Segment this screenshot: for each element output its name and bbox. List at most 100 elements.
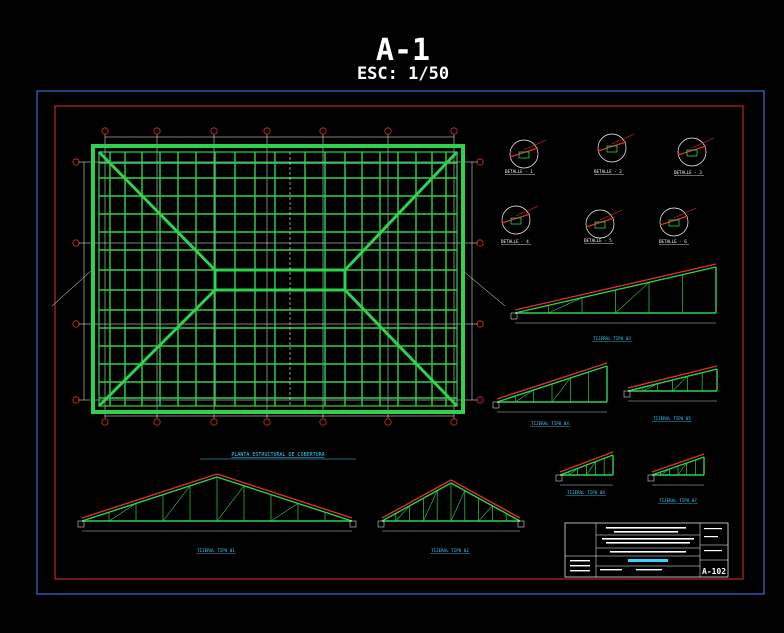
truss-7: TIJERAL TIPO 07: [647, 453, 705, 504]
detail-label: DETALLE - 2: [594, 169, 622, 174]
truss-web-diagonal: [677, 462, 687, 476]
detail-label: DETALLE - 4: [501, 239, 529, 244]
detail-leader: [523, 139, 547, 151]
axis-bubble-right-1: [476, 239, 484, 247]
truss-support-left: [510, 312, 518, 320]
truss-roof-left: [559, 451, 614, 473]
truss-web-diagonal: [551, 377, 571, 403]
detail-circle: [677, 137, 707, 167]
detail-circle: [509, 139, 539, 169]
truss-top-chord-left: [381, 482, 452, 522]
truss-support-left: [377, 520, 385, 528]
axis-bubble-left-3: [72, 396, 80, 404]
detail-leader: [691, 137, 715, 149]
truss-web-diagonal: [216, 485, 245, 522]
truss-label: TIJERAL TIPO 06: [567, 490, 605, 495]
detail-leader: [515, 205, 539, 217]
detail-member: [510, 217, 522, 225]
trusses-group: TIJERAL TIPO 01 TIJERAL TIPO 02 TIJERAL TI…: [77, 263, 718, 554]
callout-left: [51, 269, 93, 307]
axis-bubble-bottom-4: [319, 418, 327, 426]
truss-web-diagonal: [108, 503, 137, 522]
truss-web-diagonal: [672, 376, 688, 392]
hip-nw: [97, 150, 217, 272]
axis-bubble-left-0: [72, 158, 80, 166]
truss-support-left: [77, 520, 85, 528]
truss-roof-right: [450, 479, 521, 519]
sheet-scale: ESC: 1/50: [357, 64, 449, 84]
truss-web-diagonal: [548, 297, 583, 314]
truss-web-diagonal: [162, 485, 191, 522]
detail-label: DETALLE - 3: [674, 170, 702, 175]
detail-leader: [599, 209, 623, 221]
detail-circle: [501, 205, 531, 235]
detail-label: DETALLE - 6: [659, 239, 687, 244]
title-block: A-102: [564, 522, 729, 578]
details-group: DETALLE - 1 DETALLE - 2 DETALLE - 3 DETALLE…: [501, 133, 715, 245]
axis-bubble-top-3: [263, 127, 271, 135]
detail-slope-line: [501, 213, 531, 224]
truss-roof-left: [514, 263, 717, 311]
truss-support-left: [623, 390, 631, 398]
detail-6: DETALLE - 6: [659, 207, 697, 245]
truss-web-diagonal: [568, 468, 578, 476]
detail-1: DETALLE - 1: [505, 139, 547, 175]
hip-sw: [97, 288, 217, 408]
plan-inner-edge: [98, 151, 458, 407]
truss-roof-left: [627, 365, 718, 389]
truss-web-diagonal: [586, 461, 596, 476]
axis-bubble-bottom-2: [210, 418, 218, 426]
truss-label: TIJERAL TIPO 07: [659, 498, 697, 503]
truss-top-chord-right: [216, 476, 353, 522]
axis-bubble-top-4: [319, 127, 327, 135]
axis-bubble-bottom-6: [450, 418, 458, 426]
truss-web-diagonal: [450, 490, 466, 522]
roof-framing-plan: PLANTA ESTRUCTURAL DE COBERTURA: [51, 127, 506, 460]
truss-5: TIJERAL TIPO 05: [623, 365, 718, 422]
detail-member: [606, 145, 618, 153]
detail-member: [518, 151, 530, 159]
truss-roof-left: [651, 453, 705, 473]
truss-support-right: [349, 520, 357, 528]
truss-top-chord-right: [450, 482, 521, 522]
truss-4: TIJERAL TIPO 04: [492, 362, 608, 427]
axis-bubble-left-1: [72, 239, 80, 247]
truss-roof-left: [81, 473, 218, 519]
detail-4: DETALLE - 4: [501, 205, 539, 245]
truss-top-chord-left: [81, 476, 218, 522]
hip-ne: [343, 150, 459, 272]
detail-slope-line: [597, 141, 627, 152]
axis-bubble-right-0: [476, 158, 484, 166]
truss-web-diagonal: [270, 503, 299, 522]
inner-border: [54, 105, 744, 580]
detail-circle: [597, 133, 627, 163]
truss-web-diagonal: [423, 490, 438, 522]
detail-slope-line: [677, 145, 707, 156]
detail-circle: [585, 209, 615, 239]
detail-slope-line: [585, 217, 615, 228]
axis-bubble-top-5: [384, 127, 392, 135]
truss-roof-left: [496, 362, 608, 400]
detail-3: DETALLE - 3: [674, 137, 715, 176]
axis-bubble-bottom-0: [101, 418, 109, 426]
detail-leader: [611, 133, 635, 145]
detail-slope-line: [509, 147, 539, 158]
truss-label: TIJERAL TIPO 02: [431, 548, 469, 553]
truss-web-diagonal: [642, 383, 658, 392]
truss-label: TIJERAL TIPO 01: [197, 548, 235, 553]
detail-label: DETALLE - 1: [505, 169, 533, 174]
sheet-code: A-102: [702, 567, 726, 576]
detail-5: DETALLE - 5: [584, 209, 623, 244]
truss-support-left: [492, 401, 500, 409]
axis-bubble-right-2: [476, 320, 484, 328]
truss-6: TIJERAL TIPO 06: [555, 451, 614, 496]
plan-title: PLANTA ESTRUCTURAL DE COBERTURA: [231, 452, 324, 458]
detail-circle: [659, 207, 689, 237]
truss-label: TIJERAL TIPO 03: [593, 336, 631, 341]
axis-bubble-top-2: [210, 127, 218, 135]
detail-2: DETALLE - 2: [594, 133, 635, 175]
truss-1: TIJERAL TIPO 01: [77, 473, 357, 554]
truss-label: TIJERAL TIPO 05: [653, 416, 691, 421]
truss-web-diagonal: [478, 505, 493, 522]
